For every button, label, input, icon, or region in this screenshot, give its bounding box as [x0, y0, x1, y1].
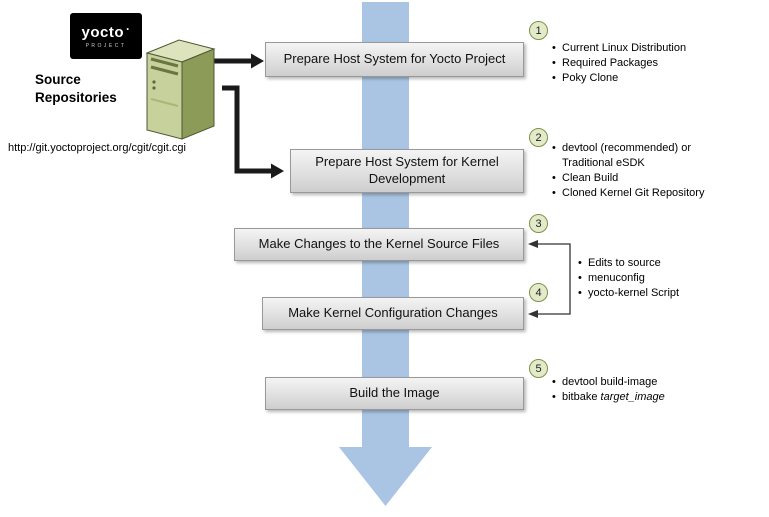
step-number-badge-3: 3: [529, 214, 548, 233]
arrow-to-step1-icon: [214, 53, 264, 69]
note-item: devtool (recommended) or Traditional eSD…: [551, 141, 716, 171]
note-item: Poky Clone: [551, 71, 736, 86]
step-box-make-config-changes: Make Kernel Configuration Changes: [262, 297, 524, 330]
note-item: Edits to source: [577, 256, 747, 271]
arrow-to-step2-icon: [222, 85, 284, 179]
yocto-logo-dot: ·: [126, 22, 131, 36]
note-item: Current Linux Distribution: [551, 41, 736, 56]
note-text: bitbake: [562, 391, 601, 403]
step5-notes: devtool build-image bitbake target_image: [551, 375, 736, 405]
yocto-logo-subtitle: PROJECT: [85, 43, 127, 49]
note-item: bitbake target_image: [551, 390, 736, 405]
source-repositories-label: Source Repositories: [35, 72, 117, 105]
step1-notes: Current Linux Distribution Required Pack…: [551, 41, 736, 86]
source-repositories-url: http://git.yoctoproject.org/cgit/cgit.cg…: [8, 142, 186, 154]
step-box-make-source-changes: Make Changes to the Kernel Source Files: [234, 228, 524, 261]
yocto-logo: yocto· PROJECT: [70, 13, 142, 59]
note-item: Clean Build: [551, 171, 716, 186]
step-number-badge-1: 1: [529, 21, 548, 40]
step-box-prepare-host-kernel: Prepare Host System for Kernel Developme…: [290, 149, 524, 193]
step-box-prepare-host-yocto: Prepare Host System for Yocto Project: [265, 42, 524, 77]
yocto-logo-wordmark: yocto·: [81, 22, 131, 41]
step-number-badge-4: 4: [529, 283, 548, 302]
note-item: menuconfig: [577, 271, 747, 286]
bracket-steps-3-4: [528, 240, 571, 318]
step2-notes: devtool (recommended) or Traditional eSD…: [551, 141, 716, 201]
steps-3-4-shared-notes: Edits to source menuconfig yocto-kernel …: [577, 256, 747, 301]
step-number-badge-5: 5: [529, 359, 548, 378]
note-item: Required Packages: [551, 56, 736, 71]
note-item: devtool build-image: [551, 375, 736, 390]
server-icon: [145, 39, 216, 140]
step-number-badge-2: 2: [529, 128, 548, 147]
note-item: yocto-kernel Script: [577, 286, 747, 301]
step-box-build-image: Build the Image: [265, 377, 524, 410]
note-item: Cloned Kernel Git Repository: [551, 186, 716, 201]
note-text-italic: target_image: [600, 391, 665, 403]
